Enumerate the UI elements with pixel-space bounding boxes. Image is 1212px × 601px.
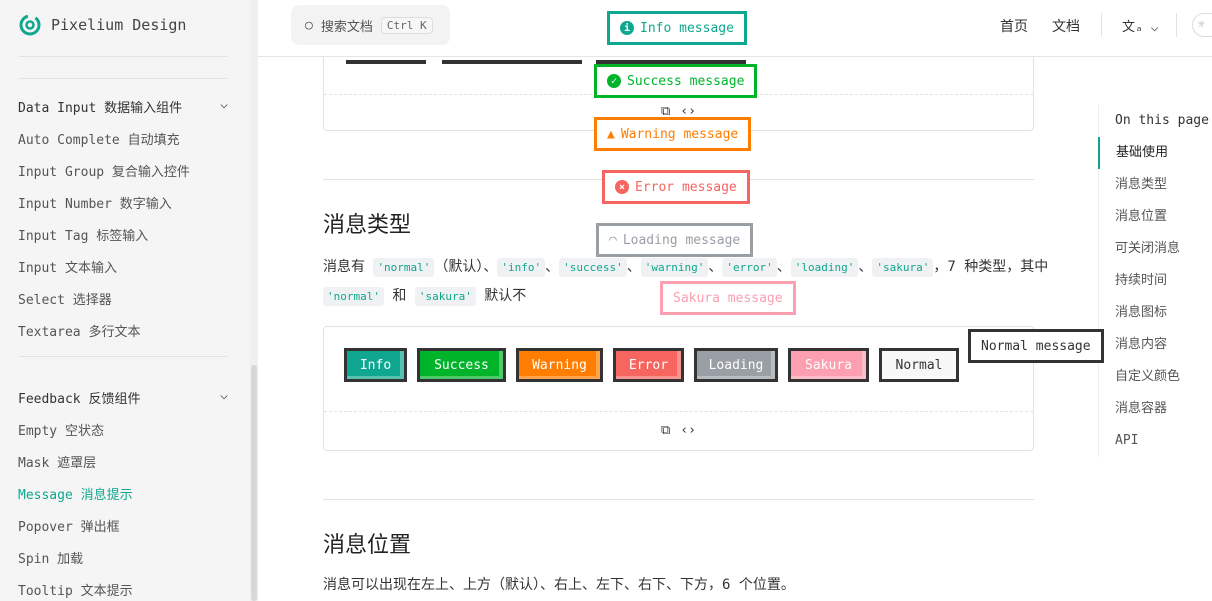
check-circle-icon: ✓ [607, 74, 621, 88]
section-text-types: 消息有 'normal'（默认）、'info'、'success'、'warni… [323, 258, 1049, 306]
search-placeholder: 搜索文档 [320, 19, 373, 35]
divider [1101, 13, 1102, 37]
section-title-types: 消息类型 [323, 213, 412, 238]
toc-item[interactable]: 消息图标 [1115, 305, 1168, 320]
sidebar-item-message-active[interactable]: Message 消息提示 [18, 488, 133, 503]
loading-message: ◠Loading message [596, 223, 754, 257]
sidebar-item[interactable]: Empty 空状态 [18, 424, 104, 439]
sidebar-item[interactable]: Select 选择器 [18, 293, 112, 308]
sidebar-item[interactable]: Popover 弹出框 [18, 520, 120, 535]
brand-name: Pixelium Design [51, 16, 187, 34]
code-icon[interactable]: ‹› [680, 104, 696, 119]
language-switcher[interactable]: 文ₐ ⌵ [1122, 16, 1158, 35]
sidebar-item[interactable]: Input Number 数字输入 [18, 197, 172, 212]
divider [19, 56, 227, 57]
chevron-down-icon: ⌵ [220, 97, 228, 112]
chevron-down-icon: ⌵ [1150, 20, 1159, 35]
nav-docs[interactable]: 文档 [1052, 19, 1080, 35]
sidebar-item[interactable]: Spin 加载 [18, 552, 84, 567]
scrollbar-thumb[interactable] [251, 365, 257, 601]
close-circle-icon: × [615, 180, 629, 194]
code-icon[interactable]: ‹› [680, 423, 696, 438]
toc-item[interactable]: 消息类型 [1115, 177, 1168, 192]
chevron-down-icon: ⌵ [220, 388, 228, 403]
sidebar-item[interactable]: Auto Complete 自动填充 [18, 133, 180, 148]
warning-button[interactable]: Warning [516, 348, 603, 382]
section-title-position: 消息位置 [323, 533, 412, 558]
loading-spinner-icon: ◠ [609, 232, 617, 248]
search-icon: ○ [305, 17, 313, 33]
toc-item[interactable]: 消息内容 [1115, 337, 1168, 352]
toc-item[interactable]: API [1115, 433, 1139, 448]
divider [19, 78, 227, 79]
search-input[interactable]: ○ 搜索文档 Ctrl K [291, 5, 450, 45]
shortcut-badge: Ctrl K [380, 16, 433, 34]
translate-icon: 文ₐ [1122, 20, 1143, 35]
normal-button[interactable]: Normal [879, 348, 959, 382]
warning-icon: ▲ [607, 126, 615, 142]
group-label: Feedback 反馈组件 [18, 392, 141, 407]
sidebar-item[interactable]: Textarea 多行文本 [18, 325, 141, 340]
toc-item[interactable]: 消息位置 [1115, 209, 1168, 224]
toc-item-active[interactable]: 基础使用 [1098, 137, 1209, 169]
button-edge [596, 60, 746, 64]
logo[interactable]: Pixelium Design [19, 14, 186, 36]
sidebar-group-feedback[interactable]: Feedback 反馈组件 ⌵ [18, 388, 228, 407]
section-text-position: 消息可以出现在左上、上方（默认）、右上、左下、右下、下方，6 个位置。 [323, 577, 795, 593]
loading-button[interactable]: Loading [694, 348, 778, 382]
button-edge [346, 60, 426, 64]
sidebar-item[interactable]: Input Tag 标签输入 [18, 229, 149, 244]
sidebar-item[interactable]: Input Group 复合输入控件 [18, 165, 190, 180]
toc-item[interactable]: 持续时间 [1115, 273, 1168, 288]
button-edge [442, 60, 582, 64]
divider [19, 356, 227, 357]
info-icon: i [620, 21, 634, 35]
sakura-message: Sakura message [660, 281, 796, 315]
demo-card-types: ⧉ ‹› [323, 326, 1034, 451]
table-of-contents: On this page 基础使用 消息类型 消息位置 可关闭消息 持续时间 消… [1098, 105, 1209, 457]
nav-home[interactable]: 首页 [1000, 19, 1028, 35]
success-button[interactable]: Success [417, 348, 506, 382]
error-button[interactable]: Error [613, 348, 684, 382]
success-message: ✓Success message [594, 64, 758, 98]
info-button[interactable]: Info [344, 348, 407, 382]
sidebar-group-data-input[interactable]: Data Input 数据输入组件 ⌵ [18, 97, 228, 116]
scrollbar-track[interactable] [250, 0, 258, 601]
divider [1176, 13, 1177, 37]
divider [324, 411, 1033, 412]
sidebar-item[interactable]: Input 文本输入 [18, 261, 117, 276]
group-label: Data Input 数据输入组件 [18, 101, 183, 116]
toc-item[interactable]: 自定义颜色 [1115, 369, 1181, 384]
toc-item[interactable]: 消息容器 [1115, 401, 1168, 416]
warning-message: ▲Warning message [594, 117, 752, 151]
toc-title: On this page [1115, 113, 1209, 128]
copy-icon[interactable]: ⧉ [661, 423, 671, 438]
sakura-button[interactable]: Sakura [788, 348, 869, 382]
sidebar-item[interactable]: Mask 遮罩层 [18, 456, 97, 471]
toc-item[interactable]: 可关闭消息 [1115, 241, 1181, 256]
sidebar: Pixelium Design Data Input 数据输入组件 ⌵ Auto … [0, 0, 258, 601]
sun-icon: ☼ [1198, 18, 1205, 31]
logo-icon [19, 14, 41, 36]
theme-toggle[interactable]: ☼ [1192, 13, 1212, 37]
error-message: ×Error message [602, 170, 750, 204]
divider [323, 499, 1034, 500]
sidebar-item[interactable]: Tooltip 文本提示 [18, 584, 133, 599]
copy-icon[interactable]: ⧉ [661, 104, 671, 119]
normal-message: Normal message [968, 329, 1104, 363]
